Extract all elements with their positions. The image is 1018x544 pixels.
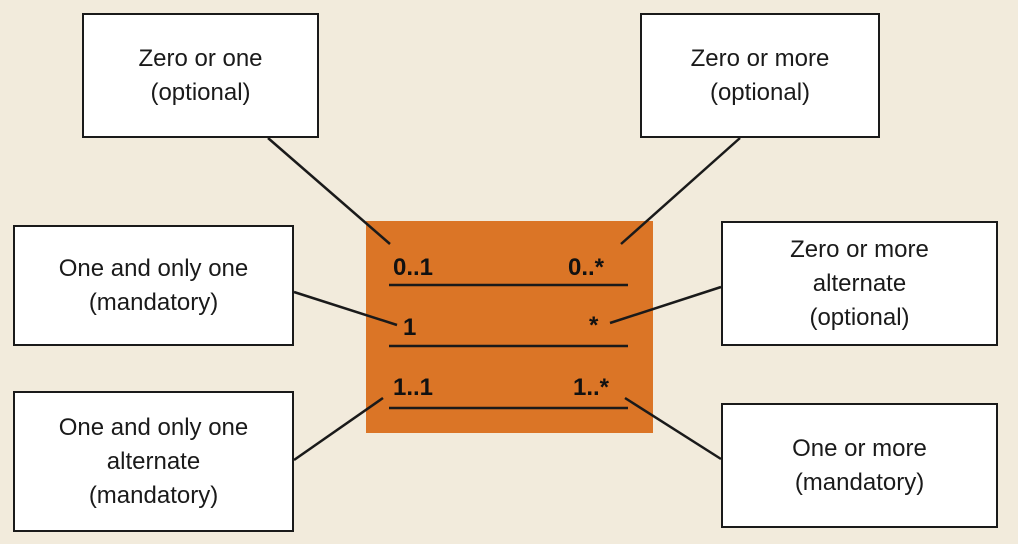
note-text: (optional) — [709, 78, 811, 106]
note-zero-or-more-alternate: Zero or more alternate (optional) — [721, 221, 998, 346]
multiplicity-one-one: 1..1 — [393, 374, 434, 401]
connector-one-or-more — [624, 396, 722, 461]
multiplicity-one: 1 — [403, 314, 417, 341]
connector-zero-or-more-alternate — [609, 285, 722, 325]
connector-one-and-only-one-alternate — [293, 396, 384, 462]
note-zero-or-more: Zero or more (optional) — [640, 13, 880, 138]
multiplicity-one-star: 1..* — [573, 374, 610, 401]
note-text: (mandatory) — [88, 481, 219, 509]
note-text: (optional) — [809, 303, 910, 331]
note-text: One or more — [792, 434, 927, 462]
multiplicity-zero-star: 0..* — [568, 254, 605, 281]
note-zero-or-one: Zero or one (optional) — [82, 13, 319, 138]
note-text: One and only one — [58, 254, 249, 282]
multiplicity-star: * — [589, 312, 599, 339]
note-text: One and only one — [58, 413, 249, 441]
note-text: Zero or more — [790, 235, 929, 263]
note-text: Zero or more — [690, 44, 830, 72]
note-text: (mandatory) — [794, 468, 925, 496]
multiplicity-box — [366, 221, 653, 433]
note-text: (mandatory) — [88, 288, 219, 316]
note-one-and-only-one-alternate: One and only one alternate (mandatory) — [13, 391, 294, 532]
note-text: Zero or one — [138, 44, 263, 72]
note-text: alternate — [812, 269, 907, 297]
note-text: (optional) — [150, 78, 251, 106]
connector-zero-or-one — [267, 137, 391, 245]
note-text: alternate — [106, 447, 201, 475]
connector-zero-or-more — [620, 137, 741, 245]
note-one-and-only-one: One and only one (mandatory) — [13, 225, 294, 346]
note-one-or-more: One or more (mandatory) — [721, 403, 998, 528]
multiplicity-zero-one: 0..1 — [393, 254, 434, 281]
connector-one-and-only-one — [293, 290, 398, 327]
